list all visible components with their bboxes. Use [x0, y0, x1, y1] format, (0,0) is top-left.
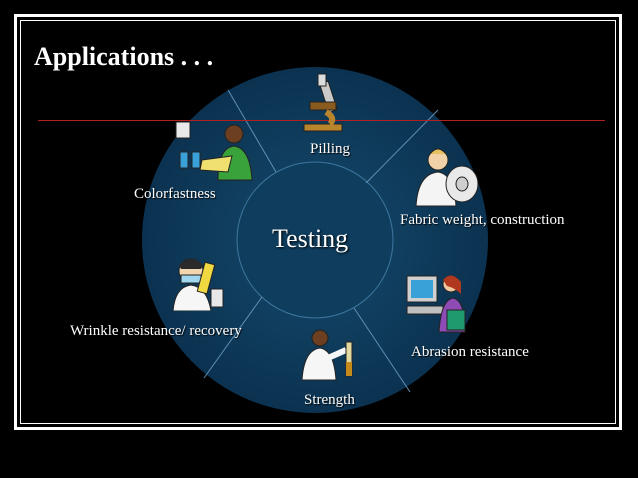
- slide-title: Applications . . .: [34, 42, 214, 71]
- title-underline: [38, 120, 605, 121]
- segment-label-fabric-weight: Fabric weight, construction: [400, 212, 565, 228]
- segment-dividers: [203, 89, 439, 393]
- scientist-test-tube-icon: [301, 329, 353, 381]
- segment-label-wrinkle: Wrinkle resistance/ recovery: [70, 323, 242, 339]
- lab-worker-icon: [172, 258, 224, 311]
- segment-label-pilling: Pilling: [310, 141, 351, 157]
- slide-frame-outer: [14, 14, 622, 430]
- inner-circle: [236, 161, 394, 319]
- center-label-testing: Testing: [272, 224, 349, 253]
- fabric-roll-icon: [415, 148, 479, 207]
- chemist-beakers-icon: [175, 121, 253, 181]
- microscope-icon: [303, 73, 343, 132]
- segment-label-colorfastness: Colorfastness: [134, 186, 216, 202]
- segment-label-strength: Strength: [304, 392, 355, 408]
- computer-user-icon: [406, 275, 466, 333]
- segment-label-abrasion: Abrasion resistance: [411, 344, 529, 360]
- slide-frame-inner: [20, 20, 616, 424]
